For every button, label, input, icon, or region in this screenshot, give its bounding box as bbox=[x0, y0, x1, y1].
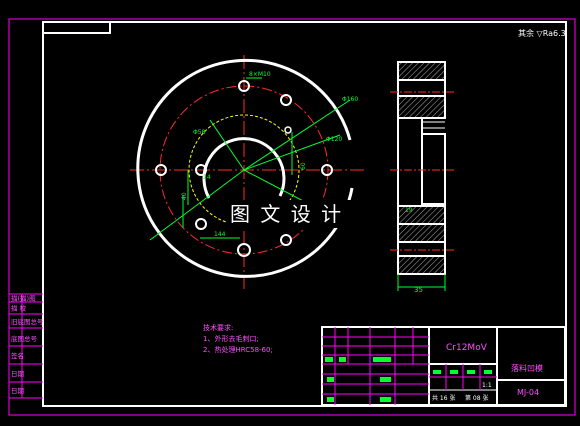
left-label-1: 描 校 bbox=[11, 304, 27, 313]
left-label-4: 签名 bbox=[11, 351, 24, 360]
outer-border bbox=[8, 18, 576, 416]
left-label-5: 日期 bbox=[11, 370, 25, 378]
corner-code-box bbox=[42, 21, 111, 34]
left-label-0: 描(描)图 bbox=[11, 294, 36, 303]
dim-width35: 35 bbox=[414, 286, 423, 294]
left-label-column: 描(描)图 描 校 旧底图总号 底图总号 签名 日期 日期 bbox=[9, 293, 44, 399]
dim-14: 14 bbox=[203, 174, 211, 181]
bolt-hole bbox=[280, 94, 292, 106]
bolt-hole bbox=[195, 218, 207, 230]
dim-d58: Φ58 bbox=[193, 129, 206, 136]
watermark: 图 文 设 计 bbox=[230, 202, 343, 226]
dim-bolt-holes: 8×M10 bbox=[249, 71, 271, 78]
outer-contour bbox=[136, 58, 354, 278]
drawing-number: MJ-04 bbox=[517, 388, 539, 397]
bolt-hole bbox=[195, 164, 207, 176]
dim-144: 144 bbox=[214, 231, 226, 238]
material: Cr12MoV bbox=[446, 343, 488, 353]
bolt-hole bbox=[238, 80, 250, 92]
bolt-holes bbox=[155, 80, 333, 257]
part-name: 落料凹模 bbox=[511, 363, 543, 373]
front-view: 8×M10 Φ160 Φ120 Φ58 60 40 14 144 bbox=[130, 55, 365, 290]
roughness-note: 其余 ▽Ra6.3 bbox=[518, 28, 566, 38]
tech-req-item-1: 1、外形去毛刺口; bbox=[203, 334, 259, 343]
scale: 1:1 bbox=[482, 382, 492, 389]
watermark-bg bbox=[226, 200, 364, 228]
left-label-3: 底图总号 bbox=[11, 334, 38, 343]
bolt-hole bbox=[280, 234, 292, 246]
pitch-circle bbox=[159, 85, 329, 255]
bolt-hole bbox=[237, 243, 251, 257]
sheet-total: 共 16 张 bbox=[432, 394, 455, 402]
dim-d160: Φ160 bbox=[342, 96, 358, 103]
sheet-number: 第 08 张 bbox=[465, 394, 488, 402]
inner-border bbox=[42, 21, 567, 407]
section-view: 35 19 bbox=[390, 61, 455, 294]
tech-req-item-2: 2、热处理HRC58-60; bbox=[203, 345, 273, 354]
dim-40: 40 bbox=[181, 192, 188, 200]
title-block: Cr12MoV 落料凹模 MJ-04 1:1 共 16 张 第 08 张 bbox=[321, 326, 566, 406]
dim-h19: 19 bbox=[405, 207, 413, 214]
dim-d120: Φ120 bbox=[326, 136, 342, 143]
bolt-hole bbox=[321, 164, 333, 176]
bolt-hole bbox=[155, 164, 167, 176]
tech-req-title: 技术要求: bbox=[203, 323, 233, 332]
pin-hole bbox=[284, 126, 292, 134]
dim-60: 60 bbox=[300, 162, 307, 170]
left-label-6: 日期 bbox=[11, 387, 25, 395]
left-label-2: 旧底图总号 bbox=[11, 317, 44, 326]
